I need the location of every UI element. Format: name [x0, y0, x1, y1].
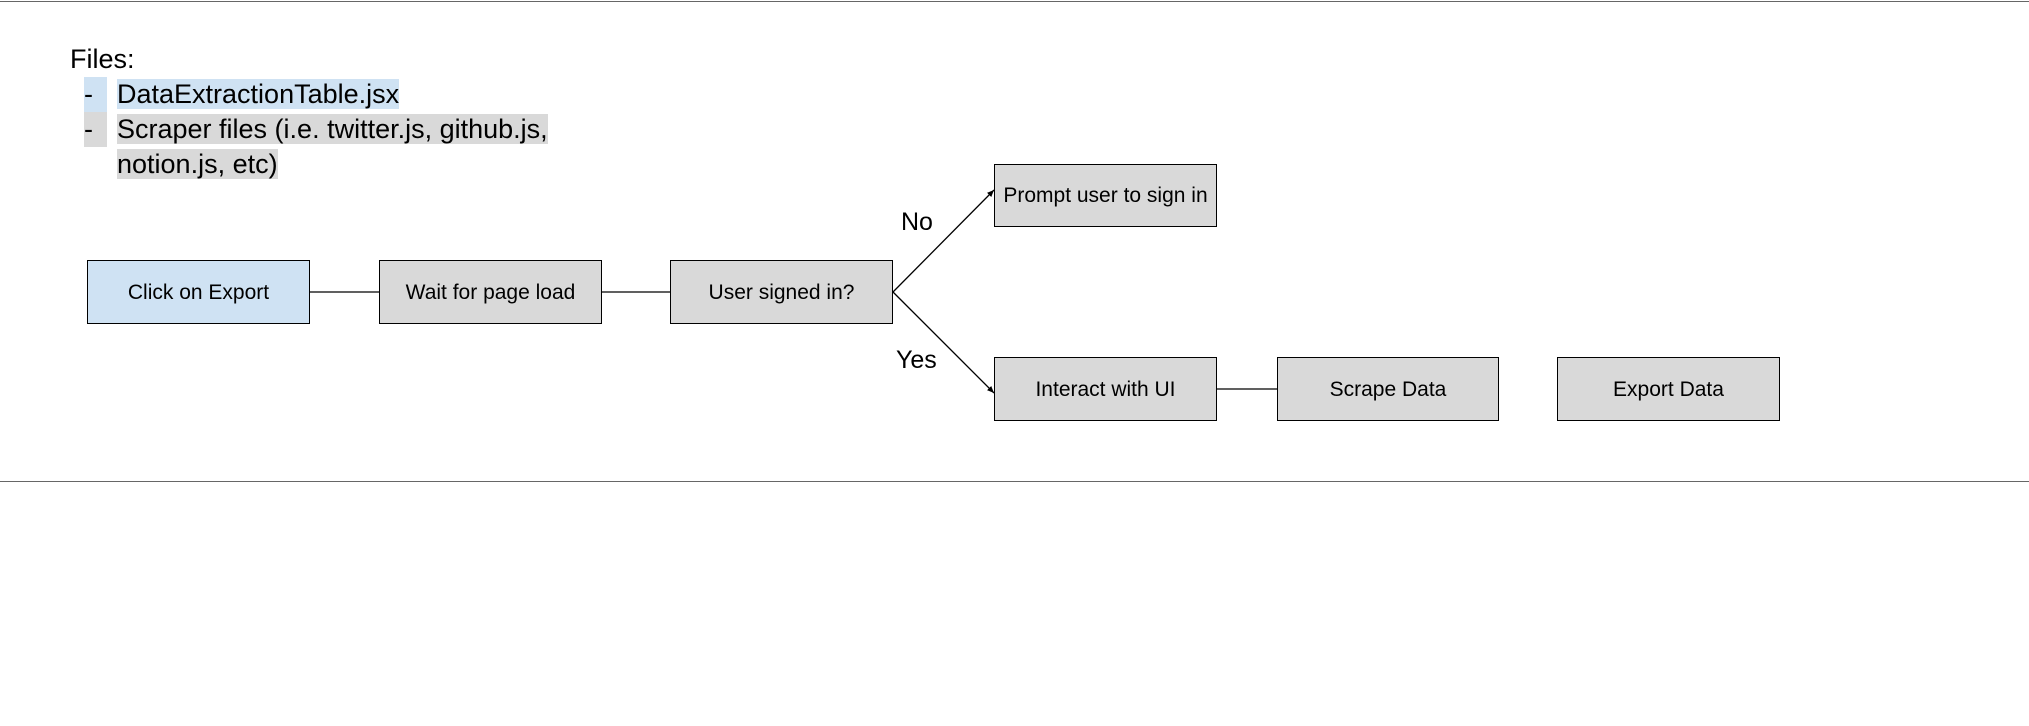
edge-label-no: No [901, 208, 933, 236]
node-label: Interact with UI [1035, 377, 1176, 401]
node-label: User signed in? [708, 280, 855, 304]
edge-label-yes: Yes [896, 346, 937, 374]
file-name-data-extraction-table: DataExtractionTable.jsx [117, 79, 400, 109]
node-interact-with-ui: Interact with UI [994, 357, 1217, 421]
bullet-dash: - [84, 112, 107, 147]
node-export-data: Export Data [1557, 357, 1780, 421]
node-label: Click on Export [127, 280, 270, 304]
node-label: Wait for page load [405, 280, 576, 304]
bottom-divider [0, 481, 2029, 482]
node-scrape-data: Scrape Data [1277, 357, 1499, 421]
arrow-yes-to-interact [892, 291, 995, 394]
node-label: Export Data [1613, 377, 1724, 401]
node-prompt-user-to-sign-in: Prompt user to sign in [994, 164, 1217, 227]
node-user-signed-in: User signed in? [670, 260, 893, 324]
files-section: Files: - DataExtractionTable.jsx - Scrap… [70, 42, 657, 182]
top-divider [0, 1, 2029, 2]
node-label: Scrape Data [1329, 377, 1447, 401]
file-list-item: - DataExtractionTable.jsx [70, 77, 657, 112]
file-list-item: - Scraper files (i.e. twitter.js, github… [70, 112, 657, 182]
bullet-dash: - [84, 77, 107, 112]
files-title: Files: [70, 44, 135, 74]
node-wait-for-page-load: Wait for page load [379, 260, 602, 324]
node-label: Prompt user to sign in [1003, 184, 1208, 207]
arrow-no-to-prompt [892, 189, 995, 293]
node-click-on-export: Click on Export [87, 260, 310, 324]
